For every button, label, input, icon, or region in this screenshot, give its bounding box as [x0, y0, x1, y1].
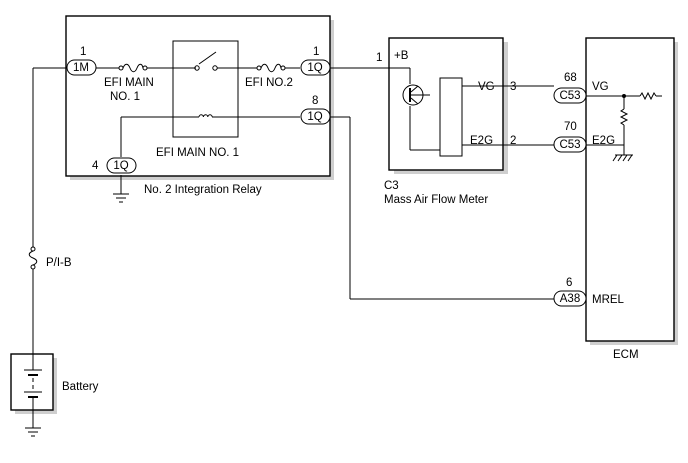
fuse-pib-label: P/I-B — [46, 257, 72, 269]
connector-1q-pin4-label: 1Q — [113, 160, 128, 172]
connector-a38-mrel — [553, 290, 587, 307]
ecm-pullup-resistor — [639, 91, 657, 101]
connector-1m-label: 1M — [73, 62, 89, 74]
pin-4-number: 4 — [92, 160, 99, 172]
fuse-efi-no2 — [260, 63, 282, 73]
relay-title: No. 2 Integration Relay — [144, 184, 262, 196]
ecm-ground-hatch1 — [612, 154, 618, 162]
connector-1m — [66, 59, 97, 76]
maf-transistor-collector — [410, 85, 419, 93]
pin-8-number: 8 — [312, 95, 318, 107]
battery-label: Battery — [62, 381, 99, 393]
ecm-name: ECM — [613, 349, 639, 361]
relay-box — [65, 15, 331, 177]
connector-1q-pin8-label: 1Q — [307, 111, 322, 123]
relay-coil — [198, 114, 213, 118]
connector-c53-e2g-label: C53 — [559, 139, 580, 151]
connector-1q-pin1 — [300, 59, 331, 76]
ecm-box — [585, 37, 675, 342]
ecm-ground-hatch2 — [617, 154, 623, 162]
battery-box — [10, 353, 54, 411]
ecm-shunt-resistor — [619, 108, 629, 126]
maf-vg-label: VG — [478, 81, 495, 93]
maf-id: C3 — [384, 180, 399, 192]
connector-1q-pin1-label: 1Q — [307, 62, 322, 74]
ecm-vg-label: VG — [592, 81, 609, 93]
pin-1q-out-number: 1 — [313, 46, 319, 58]
maf-pin-in-label: +B — [394, 50, 409, 62]
maf-e2g-label: E2G — [470, 135, 493, 147]
fuse-pib — [28, 250, 38, 266]
connector-c53-vg — [553, 87, 587, 104]
maf-name: Mass Air Flow Meter — [384, 194, 488, 206]
maf-transistor-emitter — [410, 97, 419, 105]
fuse2-label: EFI NO.2 — [245, 77, 293, 89]
fuse-pib-end-bottom — [30, 264, 36, 270]
relay-switch-contact-left — [194, 65, 200, 71]
relay-switch-blade — [198, 51, 217, 65]
ecm-vg-pin-number: 68 — [564, 72, 577, 84]
relay-switch-box — [172, 40, 239, 138]
ecm-mrel-label: MREL — [592, 294, 625, 306]
ecm-e2g-label: E2G — [592, 135, 615, 147]
ecm-ground-hatch4 — [627, 154, 633, 162]
fuse-pib-end-top — [30, 246, 36, 252]
fuse1-label-line1: EFI MAIN — [104, 77, 154, 89]
ecm-mrel-pin-number: 6 — [566, 277, 572, 289]
ecm-ground-hatch3 — [622, 154, 628, 162]
connector-1q-pin8 — [300, 108, 331, 125]
fuse-efi-main-no1 — [122, 63, 144, 73]
ecm-e2g-pin-number: 70 — [564, 121, 577, 133]
maf-vg-number: 3 — [510, 81, 516, 93]
connector-c53-e2g — [553, 136, 587, 153]
maf-sensor-block — [439, 77, 463, 157]
coil-relay-label: EFI MAIN NO. 1 — [156, 147, 239, 159]
maf-e2g-number: 2 — [510, 135, 516, 147]
fuse1-label-line2: NO. 1 — [110, 91, 140, 103]
connector-a38-label: A38 — [560, 293, 580, 305]
pin-1m-number: 1 — [80, 46, 86, 58]
connector-c53-vg-label: C53 — [559, 90, 580, 102]
connector-1q-pin4 — [106, 157, 137, 174]
maf-pin-in-number: 1 — [376, 52, 382, 64]
